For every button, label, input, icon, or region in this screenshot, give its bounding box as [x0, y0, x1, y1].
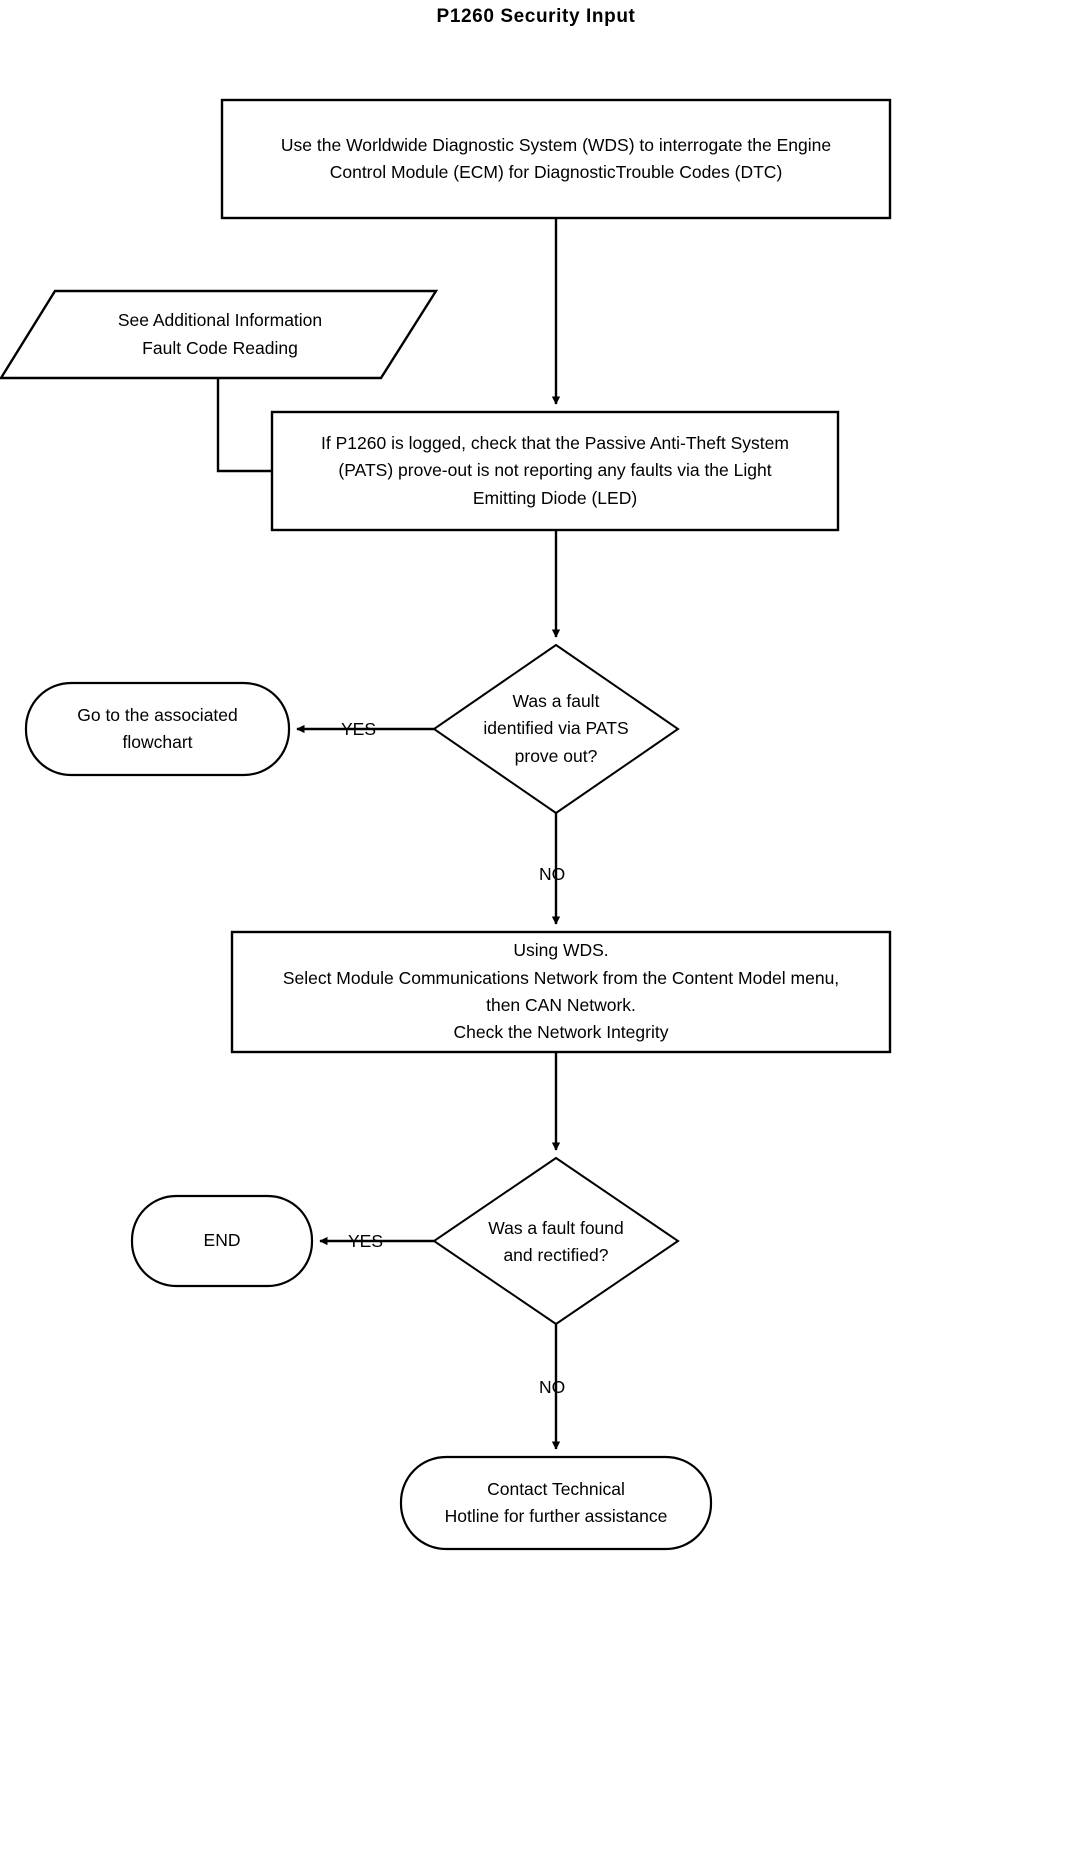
page-title: P1260 Security Input	[436, 6, 636, 27]
node-n5-shape	[24, 681, 291, 777]
edge-label-yes-2: YES	[348, 1231, 384, 1251]
node-n6-shape	[230, 930, 892, 1054]
node-n3-shape	[270, 410, 840, 532]
edge-label-no-2: NO	[539, 1377, 566, 1397]
connector-n2-n3	[216, 378, 272, 473]
edge-label-no-1: NO	[539, 864, 566, 884]
node-n4-shape	[432, 643, 680, 815]
node-n8-shape	[130, 1194, 314, 1288]
node-n9-shape	[399, 1455, 713, 1551]
node-n2-shape	[0, 289, 439, 380]
node-n1-shape	[220, 98, 892, 220]
node-n7-shape	[432, 1156, 680, 1326]
edge-label-yes-1: YES	[341, 719, 377, 739]
